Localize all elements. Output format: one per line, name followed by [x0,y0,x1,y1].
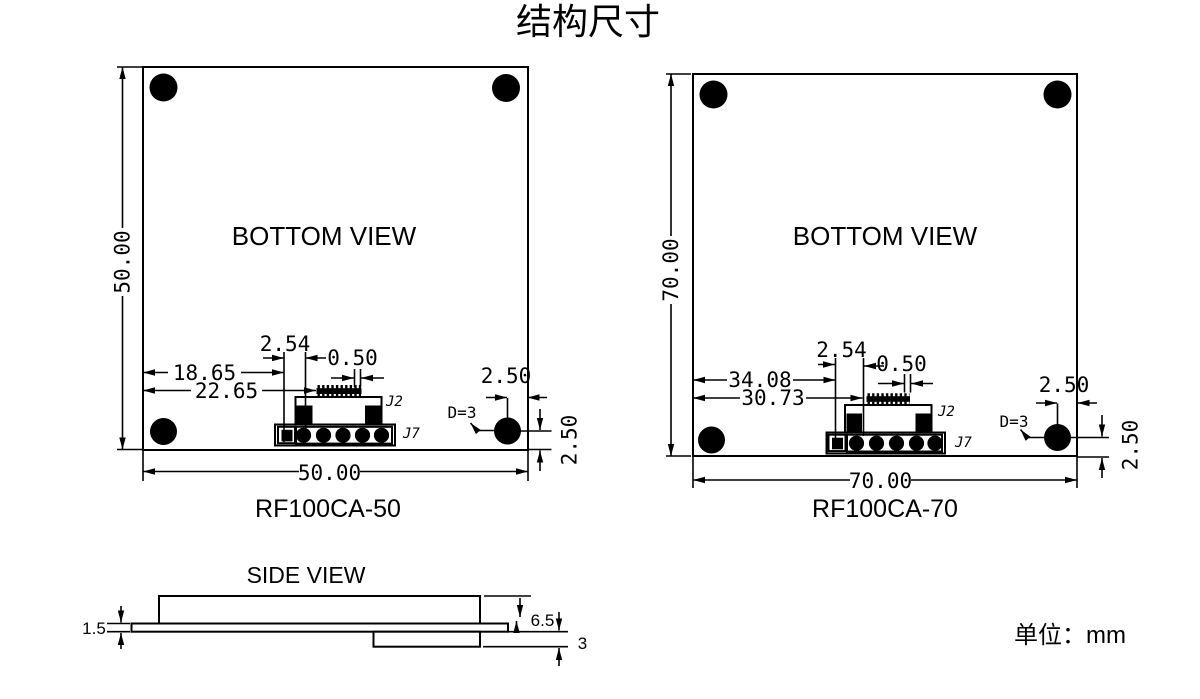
j7-label: J7 [402,426,420,442]
page-title: 结构尺寸 [516,1,660,42]
connector-dimensions: 2.54 34.08 30.73 0.50 [693,338,933,448]
j7-pin1-pad [832,437,843,450]
board-outline [692,73,1078,457]
module-body [158,595,481,625]
height-dim-text: 70.00 [659,238,683,301]
connector-assembly [825,393,946,455]
width-dim-text: 70.00 [849,469,912,493]
hole-leader [469,422,502,435]
j2-pad-left [296,405,313,425]
mount-hole-bottom-left [698,426,725,454]
j7-pin [354,427,371,443]
board-rf100ca-50: BOTTOM VIEW 50.00 [111,66,582,523]
j2-pad-right [365,405,381,425]
model-label: RF100CA-70 [812,495,958,523]
hole-diameter-text: D=3 [448,403,477,422]
j7-pin [908,435,925,451]
side-view-label: SIDE VIEW [247,562,366,588]
j7-pin [927,435,943,451]
mount-hole-top-right [1043,80,1072,109]
connector-height-text: 3 [578,634,587,653]
j7-pin [888,435,905,451]
connector-height-dimension: 3 [483,612,587,666]
hole-leader [1019,428,1052,441]
pcb-thickness-text: 1.5 [82,619,106,638]
j2-label: J2 [385,394,403,410]
mount-hole-top-right [492,74,520,102]
j2-pin-bar [866,396,910,402]
unit-note: 单位：mm [1014,622,1126,649]
j7-pin [295,427,312,443]
hole-diameter-text: D=3 [1000,412,1029,431]
bottom-connector [372,630,481,648]
j7-pin1-pad [281,429,293,442]
height-dim-text: 50.00 [111,230,135,293]
j2-label: J2 [937,404,955,420]
hole-y-text: 2.50 [558,415,582,466]
bottom-view-label: BOTTOM VIEW [232,221,417,251]
width-dimension: 50.00 [142,450,529,485]
connector-dimensions: 2.54 18.65 22.65 0.50 [143,332,384,442]
j7-pin [315,427,332,443]
pin-dim-text: 0.50 [327,346,378,370]
hole-x-text: 2.50 [1039,373,1090,397]
mount-hole-bottom-right [1044,424,1071,451]
bottom-view-label: BOTTOM VIEW [793,221,978,251]
board-rf100ca-70: BOTTOM VIEW 70.00 [659,73,1143,523]
width-dimension: 70.00 [692,456,1078,493]
pcb-board [130,622,509,633]
height-dimension: 70.00 [659,73,691,457]
j7-pin [335,427,351,443]
mount-hole-top-left [149,73,178,102]
j2-pad-left [846,413,862,433]
offset-a-text: 18.65 [173,361,236,385]
pitch-dim-text: 2.54 [816,338,867,362]
width-dim-text: 50.00 [298,461,361,485]
connector-assembly [274,385,396,447]
mount-hole-top-left [699,80,728,109]
mount-hole-bottom-right [494,417,521,445]
model-label: RF100CA-50 [255,495,401,523]
side-view: SIDE VIEW 1.5 6.5 3 [82,562,587,666]
hole-y-text: 2.50 [1119,420,1143,471]
offset-b-text: 22.65 [195,379,258,403]
j2-pad-right [915,413,931,433]
pin-dim-text: 0.50 [876,352,927,376]
j7-pin [373,427,390,443]
hole-dimensions: 2.50 D=3 2.50 [448,364,582,471]
pitch-dim-text: 2.54 [260,332,311,356]
module-height-dimension: 6.5 [484,595,568,633]
offset-b-text: 30.73 [741,386,804,410]
mount-hole-bottom-left [150,418,177,445]
j7-pin [868,435,885,451]
j7-pin [848,435,865,451]
height-dimension: 50.00 [111,66,142,451]
pcb-thickness-dimension: 1.5 [82,606,130,649]
hole-x-text: 2.50 [481,364,532,388]
offset-a-text: 34.08 [728,368,791,392]
module-height-text: 6.5 [531,611,555,630]
j7-label: J7 [954,435,972,451]
board-outline [142,66,529,451]
j2-pin-bar [316,388,362,394]
hole-dimensions: 2.50 D=3 2.50 [1000,373,1143,478]
